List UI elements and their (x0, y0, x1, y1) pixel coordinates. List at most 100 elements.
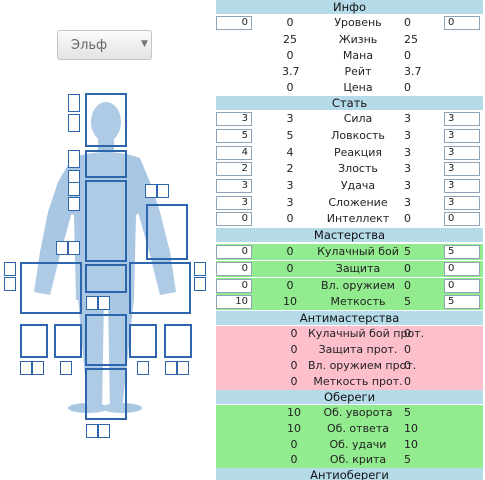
stat-name: Сила (343, 112, 373, 125)
stat-input-right[interactable]: 5 (444, 245, 480, 259)
stat-input-right[interactable]: 3 (444, 129, 480, 143)
rune-slot[interactable] (68, 197, 80, 211)
rune-slot[interactable] (194, 277, 206, 291)
slot-ring-2[interactable] (54, 324, 82, 358)
rune-slot[interactable] (86, 424, 98, 438)
stat-row: 2 2 Злость 3 3 (216, 161, 483, 177)
slot-ring-4[interactable] (164, 324, 192, 358)
stat-value: 3 (404, 112, 411, 125)
stat-base: 10 (283, 295, 297, 308)
stat-row: 0 0 Интеллект 0 0 (216, 211, 483, 227)
rune-slot[interactable] (137, 361, 149, 375)
stat-input-left[interactable]: 4 (216, 146, 252, 160)
rune-slot[interactable] (68, 150, 80, 168)
stat-value: 5 (404, 295, 411, 308)
stat-name: Жизнь (338, 33, 378, 46)
stat-input-right[interactable]: 3 (444, 112, 480, 126)
stat-value: 0 (404, 212, 411, 225)
stat-input-left[interactable]: 0 (216, 16, 252, 30)
stat-input-left[interactable]: 0 (216, 279, 252, 293)
rune-slot[interactable] (98, 424, 110, 438)
rune-slot[interactable] (4, 277, 16, 291)
stat-base: 3 (286, 112, 294, 125)
stat-name: Интеллект (326, 212, 390, 225)
stat-input-left[interactable]: 0 (216, 212, 252, 226)
stat-name: Об. крита (329, 453, 387, 466)
slot-ring-3[interactable] (129, 324, 157, 358)
stat-base: 0 (286, 81, 294, 94)
rune-slot[interactable] (4, 262, 16, 276)
stat-value: 0 (404, 262, 411, 275)
stat-value: 0 (404, 343, 411, 356)
stat-row: 4 4 Реакция 3 3 (216, 145, 483, 161)
stat-row: 0 Кулачный бой прот. 0 (216, 326, 483, 342)
stat-input-right[interactable]: 0 (444, 212, 480, 226)
slot-boots[interactable] (85, 368, 127, 420)
stat-row: 3.7 Рейт 3.7 (216, 64, 483, 80)
stat-value: 10 (404, 438, 418, 451)
stat-row: 0 Защита прот. 0 (216, 342, 483, 358)
rune-slot[interactable] (68, 94, 80, 112)
stat-input-left[interactable]: 10 (216, 295, 252, 309)
rune-slot[interactable] (157, 184, 169, 198)
rune-slot[interactable] (68, 182, 80, 196)
stat-base: 0 (290, 375, 298, 388)
rune-slot[interactable] (32, 361, 44, 375)
stat-value: 3 (404, 162, 411, 175)
rune-slot[interactable] (60, 361, 72, 375)
rune-slot[interactable] (194, 262, 206, 276)
stat-input-left[interactable]: 0 (216, 245, 252, 259)
section-header-anticharms: Антиобереги (216, 468, 483, 480)
slot-weapon-right[interactable] (129, 262, 191, 314)
rune-slot[interactable] (98, 296, 110, 310)
stat-input-left[interactable]: 3 (216, 179, 252, 193)
stat-input-right[interactable]: 5 (444, 295, 480, 309)
stat-input-right[interactable]: 3 (444, 179, 480, 193)
rune-slot[interactable] (177, 361, 189, 375)
stat-name: Сложение (328, 196, 388, 209)
stat-row: 0 Вл. оружием прот. 0 (216, 358, 483, 374)
stat-name: Кулачный бой (317, 245, 399, 258)
stat-input-left[interactable]: 3 (216, 112, 252, 126)
slot-helmet[interactable] (85, 93, 127, 147)
rune-slot[interactable] (68, 114, 80, 132)
rune-slot[interactable] (68, 241, 80, 255)
stat-input-right[interactable]: 3 (444, 146, 480, 160)
slot-armor[interactable] (85, 180, 127, 262)
stat-input-left[interactable]: 5 (216, 129, 252, 143)
stat-row: 0 Об. крита 5 (216, 452, 483, 468)
rune-slot[interactable] (86, 296, 98, 310)
stat-input-right[interactable]: 0 (444, 262, 480, 276)
slot-weapon-left[interactable] (20, 262, 82, 314)
stat-input-right[interactable]: 0 (444, 16, 480, 30)
stat-name: Об. удачи (329, 438, 387, 451)
stat-input-right[interactable]: 3 (444, 196, 480, 210)
stat-name: Мана (342, 49, 374, 62)
stat-input-left[interactable]: 2 (216, 162, 252, 176)
stat-row: 0 0 Защита 0 0 (216, 261, 483, 277)
stat-base: 5 (286, 129, 294, 142)
rune-slot[interactable] (20, 361, 32, 375)
stat-value: 3 (404, 179, 411, 192)
stat-name: Рейт (344, 65, 372, 78)
slot-belt[interactable] (85, 264, 127, 293)
slot-pants[interactable] (85, 314, 127, 366)
rune-slot[interactable] (165, 361, 177, 375)
rune-slot[interactable] (145, 184, 157, 198)
section-header-stats: Стать (216, 96, 483, 110)
stat-input-right[interactable]: 3 (444, 162, 480, 176)
section-header-antimastery: Антимастерства (216, 311, 483, 325)
stat-base: 0 (290, 453, 298, 466)
stat-input-left[interactable]: 3 (216, 196, 252, 210)
slot-ring-1[interactable] (20, 324, 48, 358)
slot-shield[interactable] (146, 204, 188, 260)
stat-input-left[interactable]: 0 (216, 262, 252, 276)
slot-amulet[interactable] (85, 150, 127, 178)
rune-slot[interactable] (56, 241, 68, 255)
stat-input-right[interactable]: 0 (444, 279, 480, 293)
stat-row: 0 Цена 0 (216, 80, 483, 94)
stat-base: 10 (287, 422, 301, 435)
stat-base: 10 (287, 406, 301, 419)
stat-base: 0 (290, 327, 298, 340)
race-dropdown[interactable]: Эльф ▼ (57, 30, 152, 60)
